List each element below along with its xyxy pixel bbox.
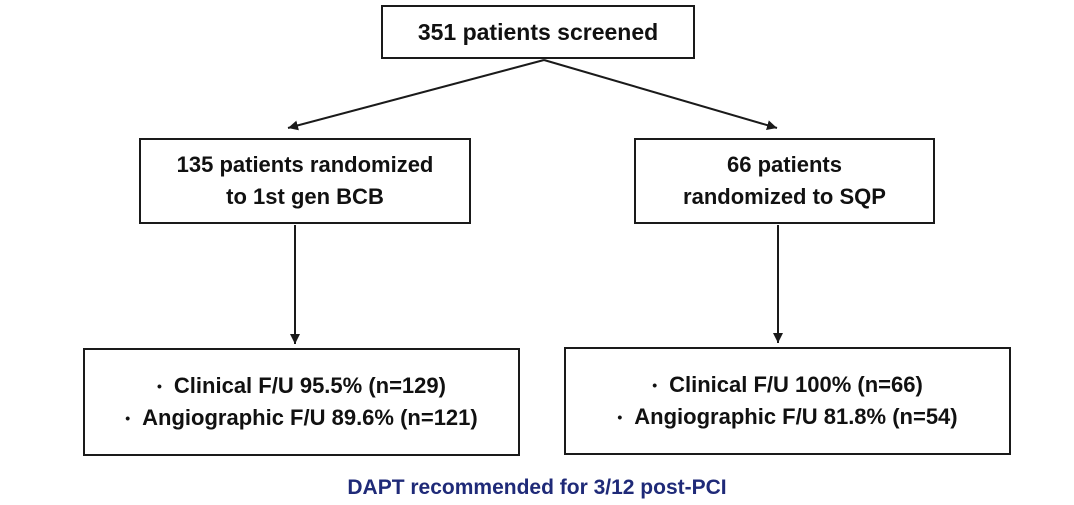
bullet-icon: • xyxy=(652,377,658,393)
bcb-angiographic-followup: Angiographic F/U 89.6% (n=121) xyxy=(142,405,478,430)
arrow-screened-to-sqp xyxy=(543,59,778,130)
bcb-followup-item: • Angiographic F/U 89.6% (n=121) xyxy=(125,402,477,434)
screened-box: 351 patients screened xyxy=(381,5,695,59)
arrow-screened-to-bcb xyxy=(287,59,545,131)
bcb-randomized-box: 135 patients randomized to 1st gen BCB xyxy=(139,138,471,224)
sqp-followup-item: • Angiographic F/U 81.8% (n=54) xyxy=(617,401,957,433)
screened-label: 351 patients screened xyxy=(417,19,659,45)
sqp-followup-item: • Clinical F/U 100% (n=66) xyxy=(652,369,923,401)
dapt-footnote: DAPT recommended for 3/12 post-PCI xyxy=(347,476,727,499)
bcb-randomized-line1: 135 patients randomized xyxy=(176,152,434,177)
sqp-randomized-line2: randomized to SQP xyxy=(683,184,886,209)
bcb-followup-box: • Clinical F/U 95.5% (n=129) • Angiograp… xyxy=(83,348,520,456)
bullet-icon: • xyxy=(617,409,623,425)
sqp-randomized-line1: 66 patients xyxy=(727,152,842,177)
sqp-randomized-box: 66 patients randomized to SQP xyxy=(634,138,935,224)
sqp-angiographic-followup: Angiographic F/U 81.8% (n=54) xyxy=(634,404,958,429)
bullet-icon: • xyxy=(125,410,131,426)
bcb-clinical-followup: Clinical F/U 95.5% (n=129) xyxy=(173,373,446,398)
sqp-followup-box: • Clinical F/U 100% (n=66) • Angiographi… xyxy=(564,347,1011,455)
bcb-randomized-line2: to 1st gen BCB xyxy=(226,184,384,209)
bullet-icon: • xyxy=(157,378,162,394)
sqp-clinical-followup: Clinical F/U 100% (n=66) xyxy=(669,372,923,397)
bcb-followup-item: • Clinical F/U 95.5% (n=129) xyxy=(157,370,446,402)
